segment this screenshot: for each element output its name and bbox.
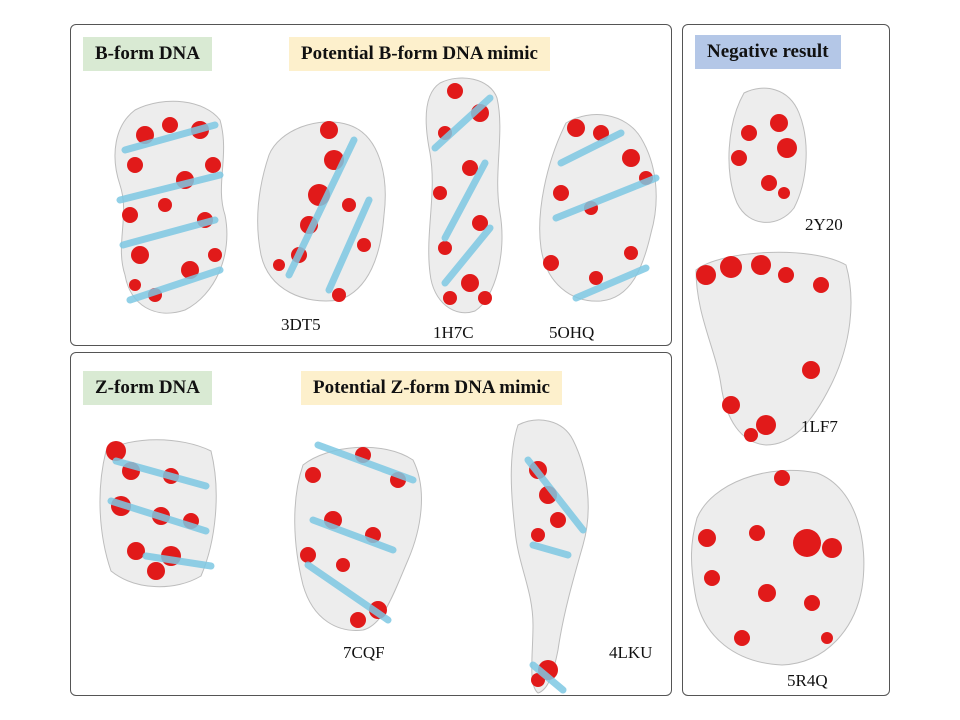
1h7c-surface (425, 77, 503, 314)
7cqf-label: 7CQF (343, 643, 385, 662)
1lf7-label: 1LF7 (801, 417, 838, 436)
1h7c-label: 1H7C (433, 323, 474, 342)
z-form-mimic-label: Potential Z-form DNA mimic (301, 371, 562, 405)
3dt5-surface (257, 121, 386, 302)
b-form-dna-surface (114, 100, 228, 314)
5ohq-label: 5OHQ (549, 323, 595, 342)
7cqf-surface (294, 441, 422, 631)
z-form-dna-surface (99, 439, 217, 588)
3dt5-label: 3DT5 (281, 315, 321, 334)
5ohq-surface (539, 114, 660, 302)
z-form-dna-label: Z-form DNA (83, 371, 213, 405)
1lf7-surface (695, 251, 852, 446)
z-form-panel: Z-form DNA Potential Z-form DNA mimic 7C… (70, 352, 672, 696)
2y20-label: 2Y20 (805, 215, 843, 234)
b-form-panel: B-form DNA Potential B-form DNA mimic 3D… (70, 24, 672, 346)
b-form-mimic-label: Potential B-form DNA mimic (289, 37, 550, 71)
4lku-label: 4LKU (609, 643, 653, 662)
5r4q-label: 5R4Q (787, 671, 828, 690)
5r4q-surface (690, 469, 865, 666)
2y20-surface (728, 87, 807, 223)
4lku-surface (510, 419, 589, 694)
b-form-dna-label: B-form DNA (83, 37, 213, 71)
negative-result-label: Negative result (695, 35, 841, 69)
negative-result-panel: Negative result 2Y20 1LF7 5R4Q (682, 24, 890, 696)
